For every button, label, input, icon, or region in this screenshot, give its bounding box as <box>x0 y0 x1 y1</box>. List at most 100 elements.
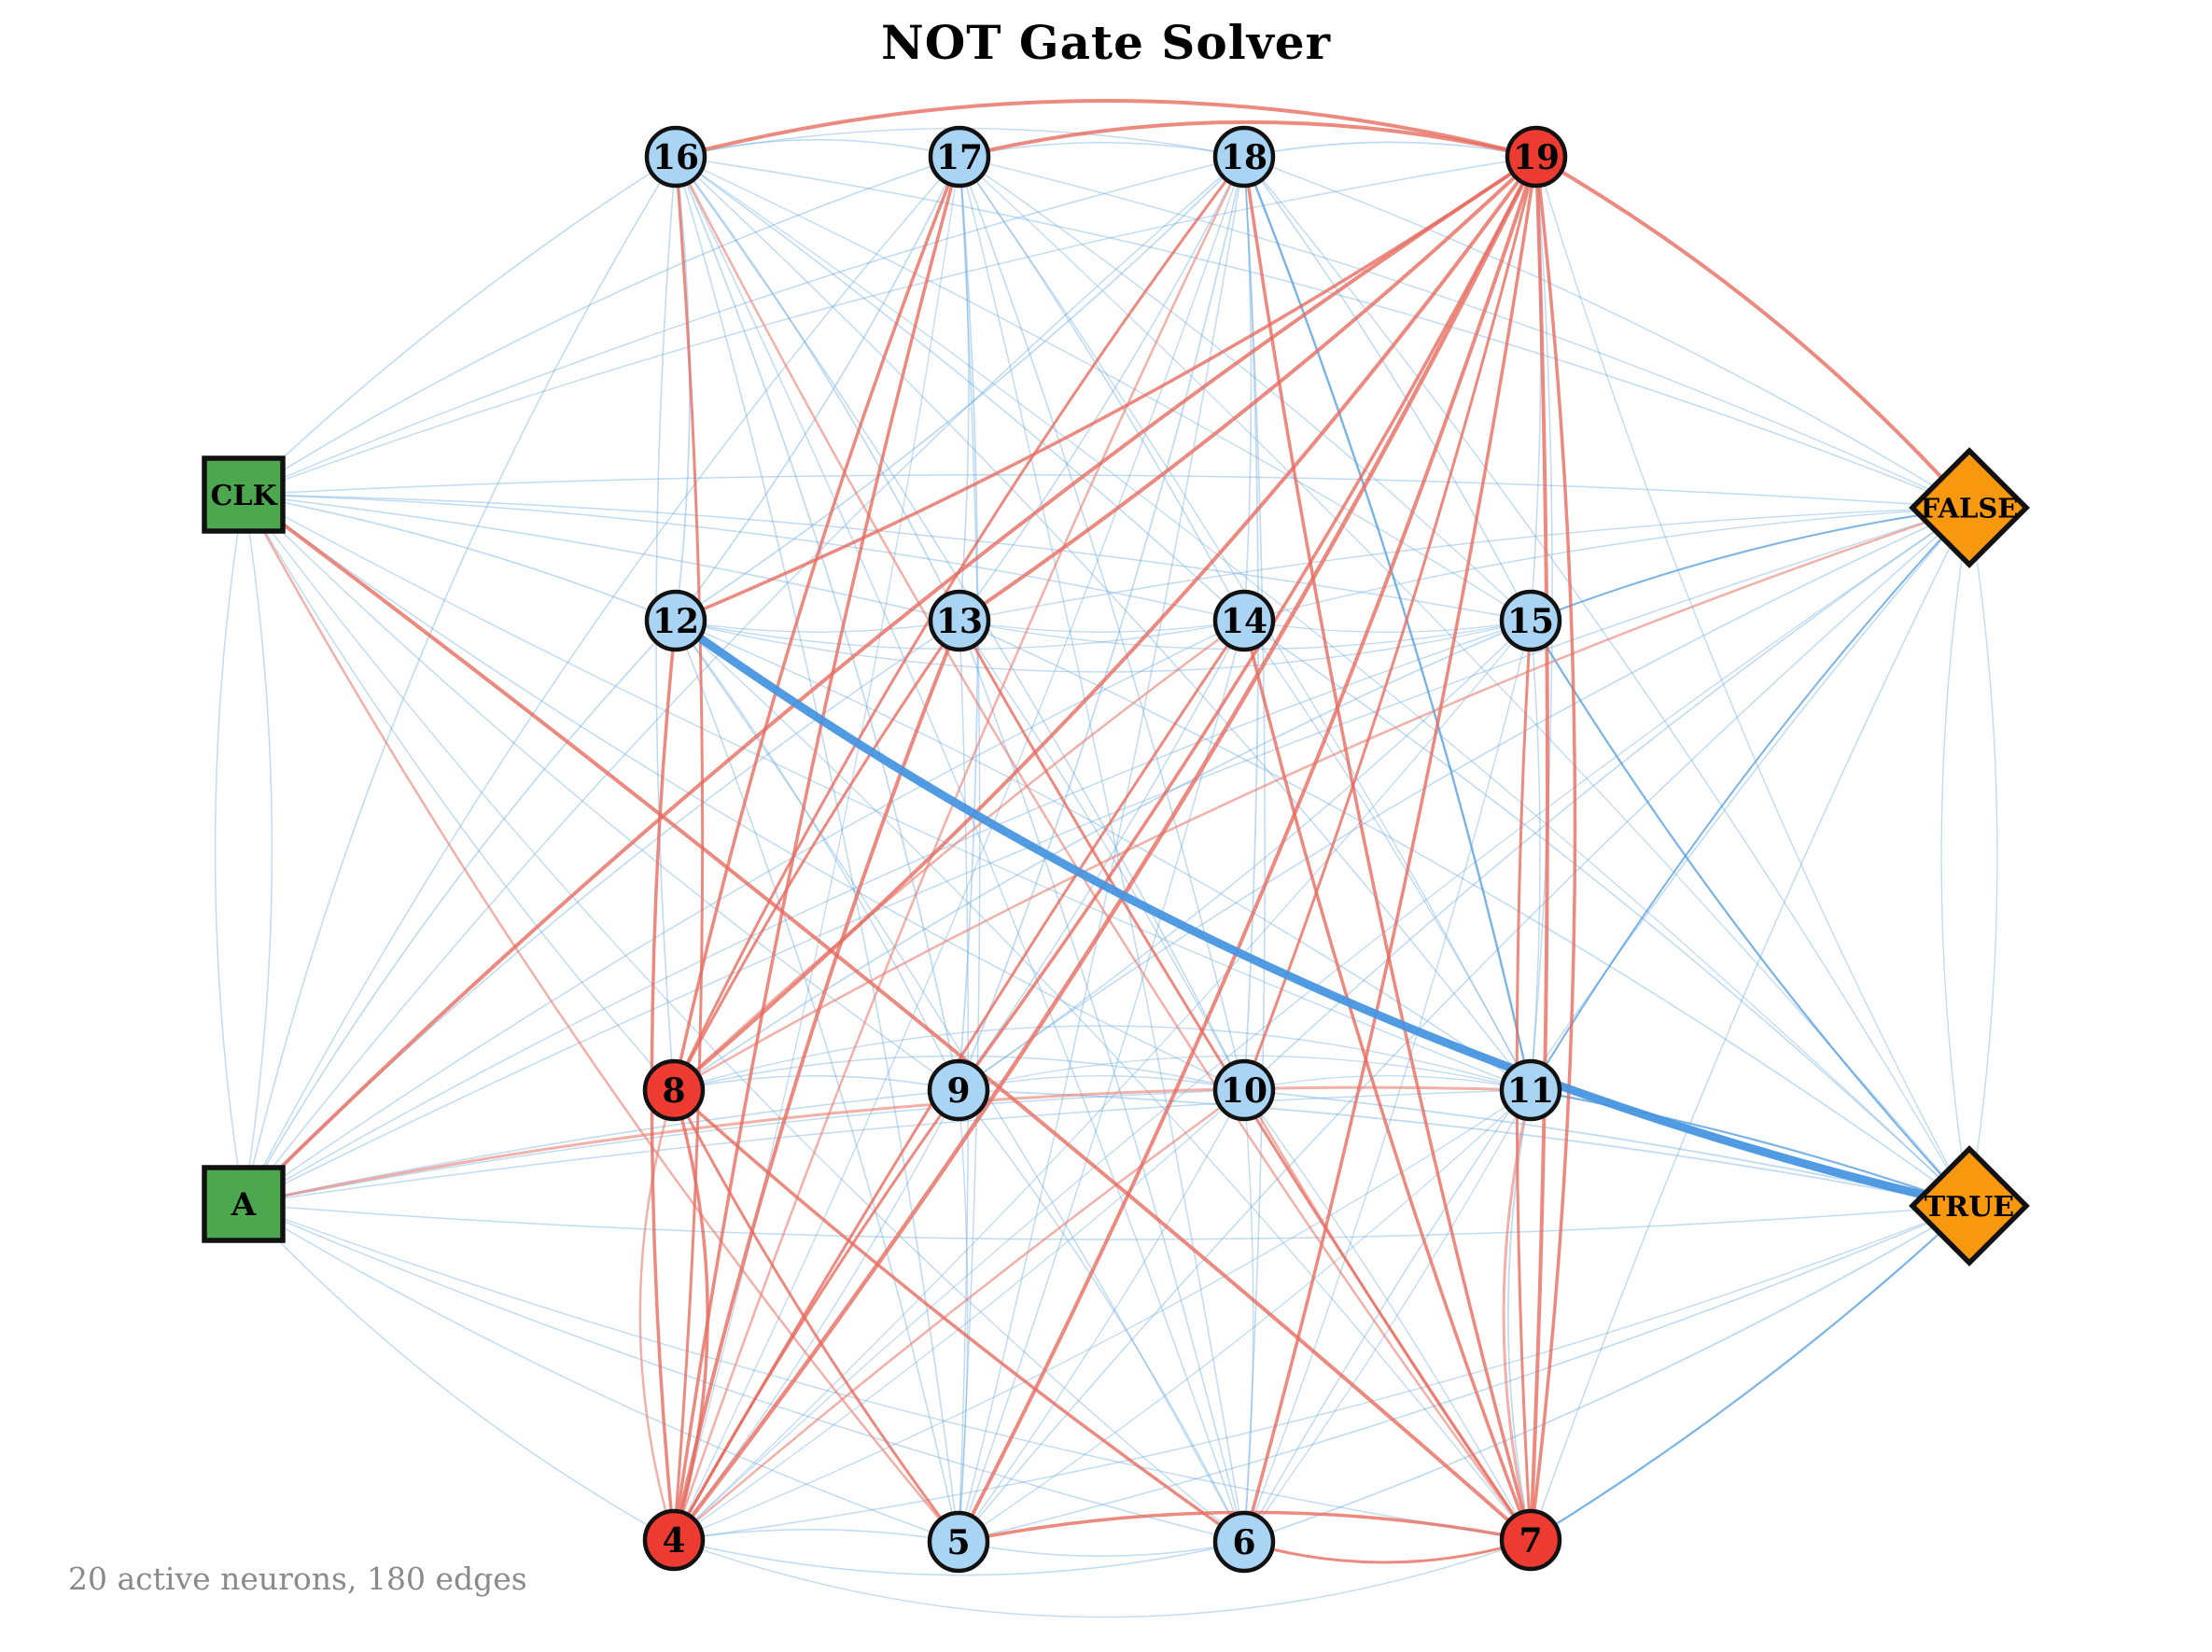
edge-4-13 <box>672 619 961 1542</box>
edge-9-FALSE <box>958 507 1970 1091</box>
edge-16-17 <box>675 138 960 158</box>
edge-14-FALSE <box>1243 507 1970 622</box>
edge-A-9 <box>243 1089 959 1205</box>
edge-CLK-13 <box>243 494 960 622</box>
edge-18-13 <box>959 156 1245 622</box>
node-label: 14 <box>1221 602 1267 641</box>
edge-18-TRUE <box>1243 156 1970 1207</box>
edge-7-19 <box>1529 155 1577 1542</box>
edge-6-TRUE <box>1243 1205 1970 1543</box>
node-6: 6 <box>1212 1510 1276 1574</box>
edge-A-6 <box>243 1203 1245 1543</box>
edge-CLK-17 <box>243 156 960 496</box>
edge-17-18 <box>959 142 1245 158</box>
edge-CLK-A <box>243 494 273 1205</box>
edge-12-15 <box>675 620 1532 673</box>
edge-18-FALSE <box>1243 156 1970 509</box>
edge-15-9 <box>958 620 1532 1091</box>
edge-4-8 <box>638 1088 676 1542</box>
node-label: 13 <box>936 602 983 641</box>
edge-10-5 <box>958 1089 1245 1543</box>
edge-CLK-16 <box>243 156 677 496</box>
edge-9-4 <box>673 1089 959 1541</box>
edge-8-11 <box>673 1025 1532 1091</box>
node-label: 12 <box>652 602 699 641</box>
edge-19-FALSE <box>1534 155 1971 510</box>
node-label: 18 <box>1221 138 1267 177</box>
node-label: 8 <box>662 1071 685 1111</box>
edge-9-TRUE <box>958 1089 1970 1207</box>
node-label: 15 <box>1507 602 1554 641</box>
edge-A-19 <box>242 155 1538 1206</box>
edge-9-6 <box>958 1089 1245 1543</box>
edge-4-FALSE <box>673 507 1970 1541</box>
node-16: 16 <box>644 125 707 189</box>
edge-TRUE-FALSE <box>1940 507 1970 1207</box>
edge-CLK-10 <box>243 494 1245 1091</box>
node-shape-circle <box>644 125 707 189</box>
node-shape-circle <box>1212 1058 1276 1122</box>
edge-17-5 <box>958 156 981 1543</box>
node-19: 19 <box>1505 125 1568 189</box>
edge-18-9 <box>958 156 1245 1091</box>
edge-17-14 <box>959 156 1245 622</box>
edge-16-15 <box>675 156 1532 622</box>
edge-FALSE-TRUE <box>1968 507 1998 1207</box>
edge-A-12 <box>243 620 677 1205</box>
edge-18-14 <box>1243 156 1253 622</box>
edge-12-11 <box>675 620 1532 1091</box>
edge-CLK-6 <box>243 494 1245 1543</box>
edge-18-4 <box>673 156 1245 1541</box>
node-shape-circle <box>642 1058 706 1122</box>
node-14: 14 <box>1212 589 1276 652</box>
edge-7-16 <box>674 155 1533 1542</box>
edge-9-11 <box>958 1055 1532 1091</box>
edge-16-12 <box>675 156 691 622</box>
edge-11-6 <box>1243 1089 1532 1543</box>
node-label: TRUE <box>1925 1191 2014 1224</box>
node-4: 4 <box>642 1508 706 1572</box>
edge-16-5 <box>675 156 959 1543</box>
node-9: 9 <box>927 1058 990 1122</box>
edge-14-11 <box>1243 620 1532 1091</box>
edge-4-TRUE <box>673 1205 1970 1541</box>
edge-18-5 <box>958 156 1245 1543</box>
edge-17-4 <box>673 156 960 1541</box>
edge-A-18 <box>243 156 1245 1205</box>
edge-4-17 <box>672 155 961 1542</box>
node-label: 11 <box>1507 1071 1554 1111</box>
edges-layer <box>214 99 1998 1618</box>
node-label: 10 <box>1221 1071 1267 1111</box>
node-label: A <box>231 1186 257 1224</box>
edge-5-FALSE <box>958 507 1970 1543</box>
edge-8-FALSE <box>672 506 1971 1092</box>
edge-11-5 <box>958 1089 1532 1543</box>
node-label: 9 <box>946 1071 970 1111</box>
edge-19-7 <box>1529 155 1549 1542</box>
edge-19-10 <box>1242 155 1538 1092</box>
edge-A-5 <box>243 1203 959 1543</box>
edge-CLK-7 <box>242 493 1533 1542</box>
edge-4-5 <box>673 1529 959 1543</box>
node-FALSE: FALSE <box>1909 447 2030 568</box>
edge-17-15 <box>959 156 1532 622</box>
edge-13-FALSE <box>959 507 1970 622</box>
edge-CLK-5 <box>242 493 960 1544</box>
node-10: 10 <box>1212 1058 1276 1122</box>
edge-A-17 <box>243 156 960 1205</box>
edge-18-19 <box>1243 141 1537 158</box>
edge-18-12 <box>675 156 1245 622</box>
edge-17-12 <box>675 156 960 622</box>
edge-7-TRUE <box>1529 1204 1971 1542</box>
node-label: FALSE <box>1921 492 2019 524</box>
edge-15-TRUE <box>1529 619 1971 1208</box>
edge-A-7 <box>243 1203 1532 1541</box>
node-11: 11 <box>1499 1058 1562 1122</box>
plot-title: NOT Gate Solver <box>881 15 1331 70</box>
node-shape-diamond <box>1909 1145 2030 1267</box>
node-shape-circle <box>642 1508 706 1572</box>
node-shape-circle <box>644 589 707 652</box>
edge-16-14 <box>675 156 1245 622</box>
node-shape-circle <box>1212 589 1276 652</box>
